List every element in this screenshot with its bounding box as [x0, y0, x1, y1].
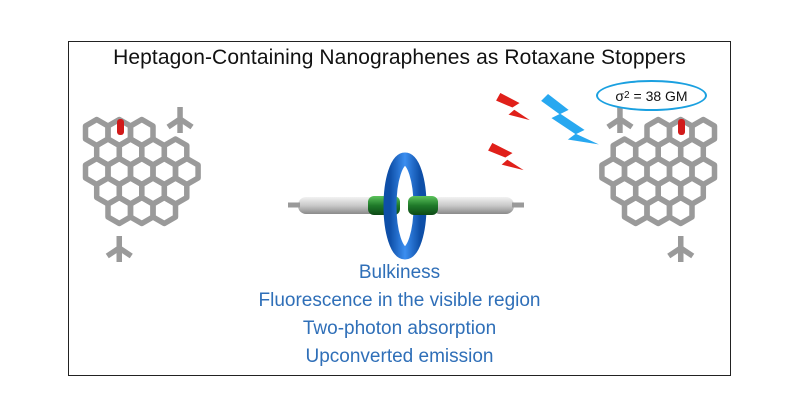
left-axle-rod — [298, 197, 380, 214]
property-bulkiness: Bulkiness — [358, 262, 441, 283]
right-nanographene-stopper — [599, 107, 718, 262]
aromatic-ring-14 — [127, 194, 156, 227]
left-carbonyl-oxygen — [117, 119, 124, 135]
property-upconverted-emission: Upconverted emission — [305, 346, 494, 367]
blue-lightning-bolt-icon — [538, 92, 605, 147]
aromatic-ring-13 — [105, 194, 134, 227]
aromatic-ring-15 — [621, 194, 650, 227]
sigma-subscript: 2 — [624, 90, 630, 101]
green-station-right — [408, 196, 438, 215]
tert-butyl-group-1 — [606, 107, 634, 133]
aromatic-ring-13 — [666, 194, 695, 227]
right-axle-rod — [432, 197, 514, 214]
tert-butyl-group-0 — [105, 236, 133, 262]
aromatic-ring-18 — [644, 116, 673, 149]
right-carbonyl-oxygen — [678, 119, 685, 135]
tert-butyl-group-0 — [667, 236, 695, 262]
aromatic-ring-18 — [127, 116, 156, 149]
sigma-value: = 38 GM — [633, 87, 688, 104]
left-nanographene-stopper — [82, 107, 201, 262]
figure-title: Heptagon-Containing Nanographenes as Rot… — [113, 46, 686, 69]
sigma-symbol: σ — [615, 87, 625, 104]
aromatic-ring-16 — [689, 116, 718, 149]
property-fluorescence: Fluorescence in the visible region — [258, 290, 541, 311]
tert-butyl-group-1 — [166, 107, 194, 133]
aromatic-ring-16 — [82, 116, 111, 149]
property-two-photon-absorption: Two-photon absorption — [302, 318, 497, 339]
aromatic-ring-14 — [644, 194, 673, 227]
red-lightning-bolt-icon — [485, 90, 535, 173]
aromatic-ring-15 — [150, 194, 179, 227]
